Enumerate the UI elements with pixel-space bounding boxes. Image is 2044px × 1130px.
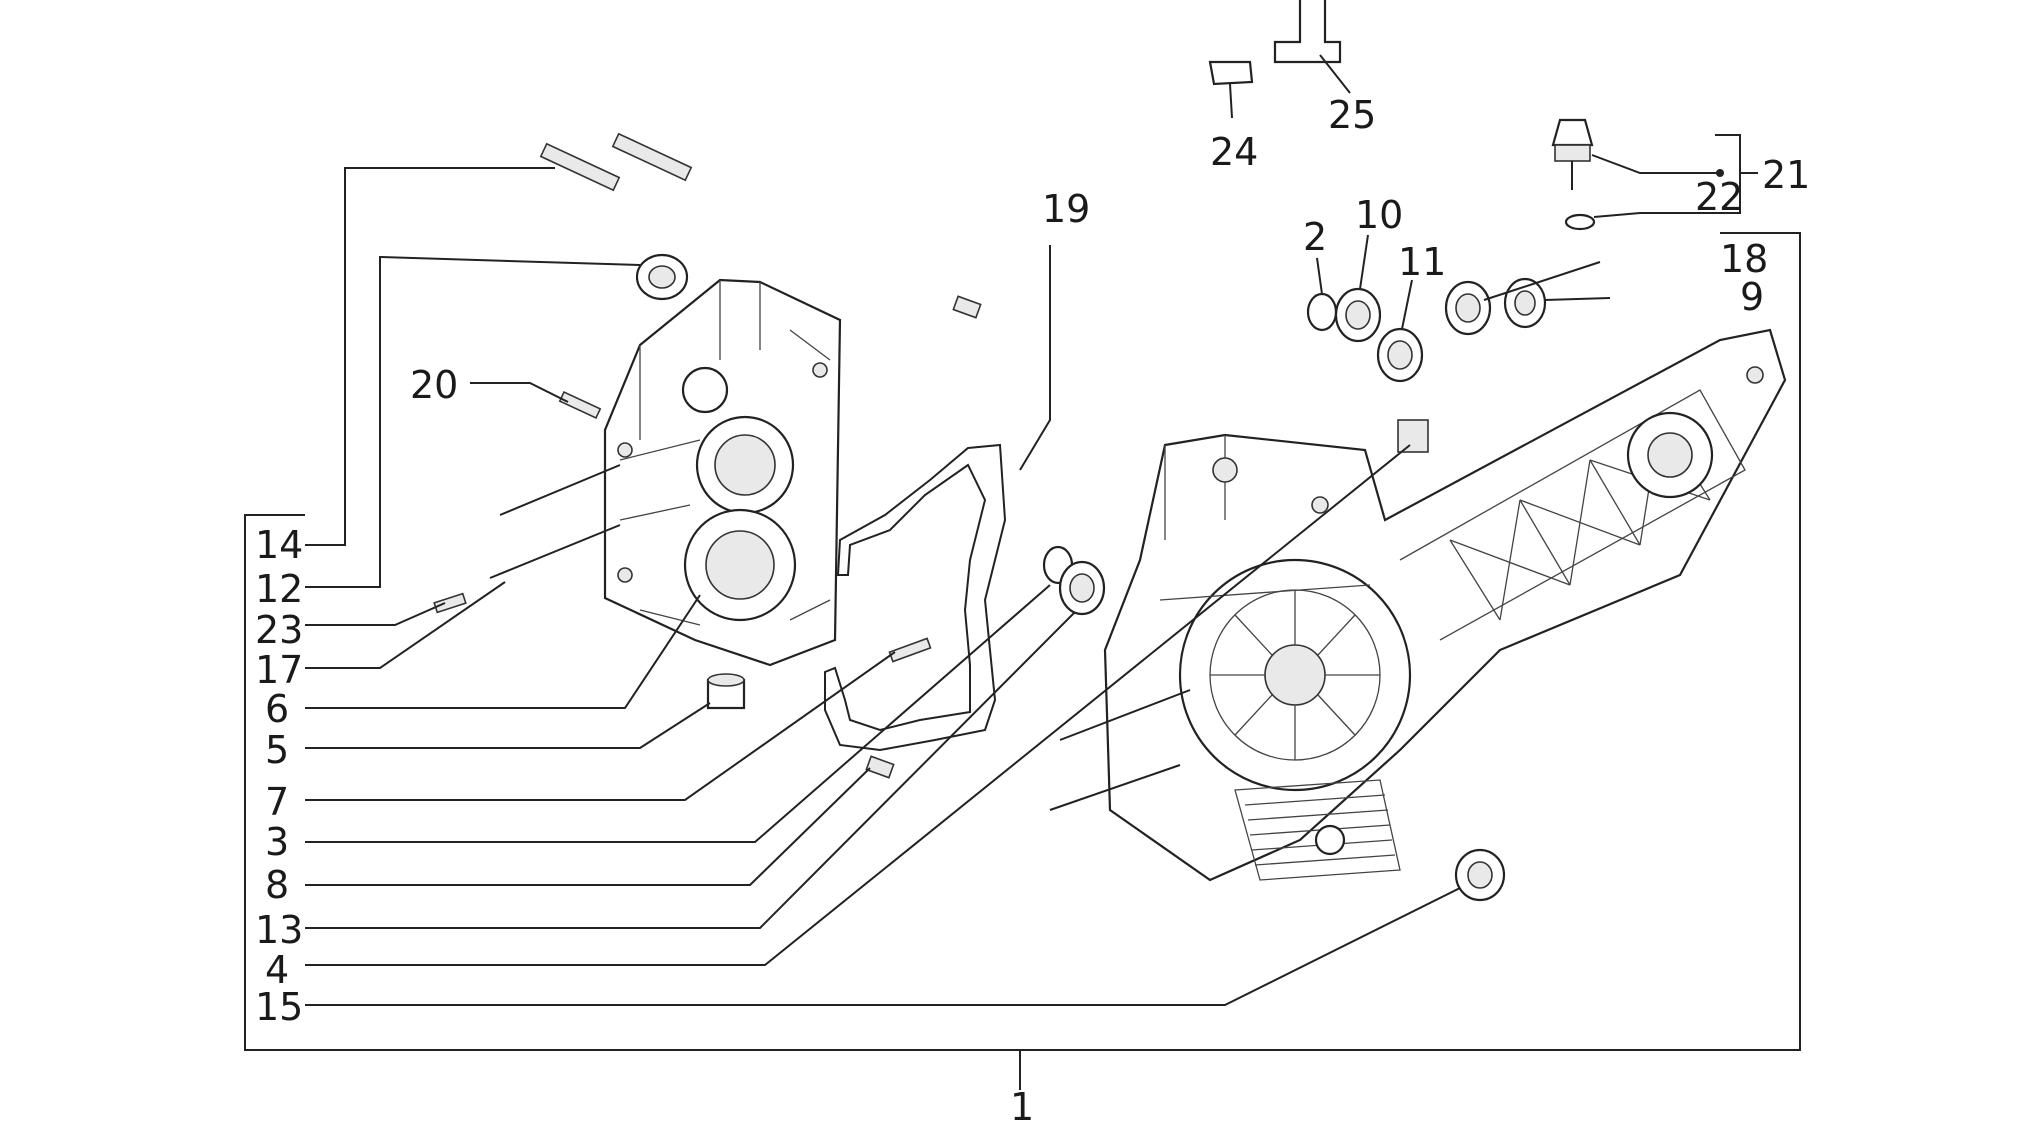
callout-label: 3 <box>265 820 289 864</box>
callout-label: 21 <box>1762 153 1810 197</box>
studs-right <box>1049 689 1191 811</box>
right-crankcase-half <box>1103 328 1787 882</box>
clip-24 <box>1208 60 1254 86</box>
seal-12 <box>635 253 689 301</box>
dowel-19-top <box>952 295 982 319</box>
callout-labels: 1 2 3 4 5 6 7 8 9 10 11 12 13 14 15 17 1… <box>255 93 1810 1129</box>
dowel-8 <box>865 755 895 779</box>
callout-label: 24 <box>1210 130 1258 174</box>
seal-13 <box>1058 560 1106 616</box>
left-crankcase-half <box>603 278 842 667</box>
callout-label: 15 <box>255 985 303 1029</box>
bearing-18 <box>1444 280 1492 336</box>
ring-2 <box>1306 292 1338 332</box>
bearing-10 <box>1334 287 1382 343</box>
seal-15 <box>1454 848 1506 902</box>
callout-label: 1 <box>1010 1085 1034 1125</box>
callout-label: 23 <box>255 608 303 652</box>
callout-label: 10 <box>1355 193 1403 237</box>
callout-label: 13 <box>255 908 303 952</box>
callout-label: 18 <box>1720 237 1768 281</box>
leader-lines <box>305 54 1758 1006</box>
callout-label: 25 <box>1328 93 1376 137</box>
callout-label: 5 <box>265 728 289 772</box>
bracket-25 <box>1273 0 1342 64</box>
oring-22 <box>1564 213 1596 231</box>
callout-label: 22 <box>1695 175 1743 219</box>
callout-label: 7 <box>265 780 289 824</box>
plug-5 <box>706 673 746 710</box>
callout-label: 6 <box>265 687 289 731</box>
callout-label: 12 <box>255 567 303 611</box>
callout-label: 19 <box>1042 187 1090 231</box>
callout-label: 14 <box>255 523 303 567</box>
bolt-20 <box>558 390 602 420</box>
studs-17-23 <box>433 464 621 614</box>
dowel-4 <box>1397 419 1429 453</box>
callout-label: 17 <box>255 648 303 692</box>
bearing-11 <box>1376 327 1424 383</box>
gasket-part <box>824 443 1007 752</box>
pin-7 <box>888 637 932 663</box>
callout-label: 8 <box>265 863 289 907</box>
callout-label: 20 <box>410 363 458 407</box>
studs-14 <box>539 132 693 192</box>
dipstick-21 <box>1551 118 1594 190</box>
callout-label: 11 <box>1398 240 1446 284</box>
assembly-bracket <box>244 232 1801 1090</box>
callout-label: 2 <box>1303 215 1327 259</box>
callout-label: 4 <box>265 948 289 992</box>
bearing-9 <box>1503 277 1547 329</box>
callout-label: 9 <box>1740 275 1764 319</box>
